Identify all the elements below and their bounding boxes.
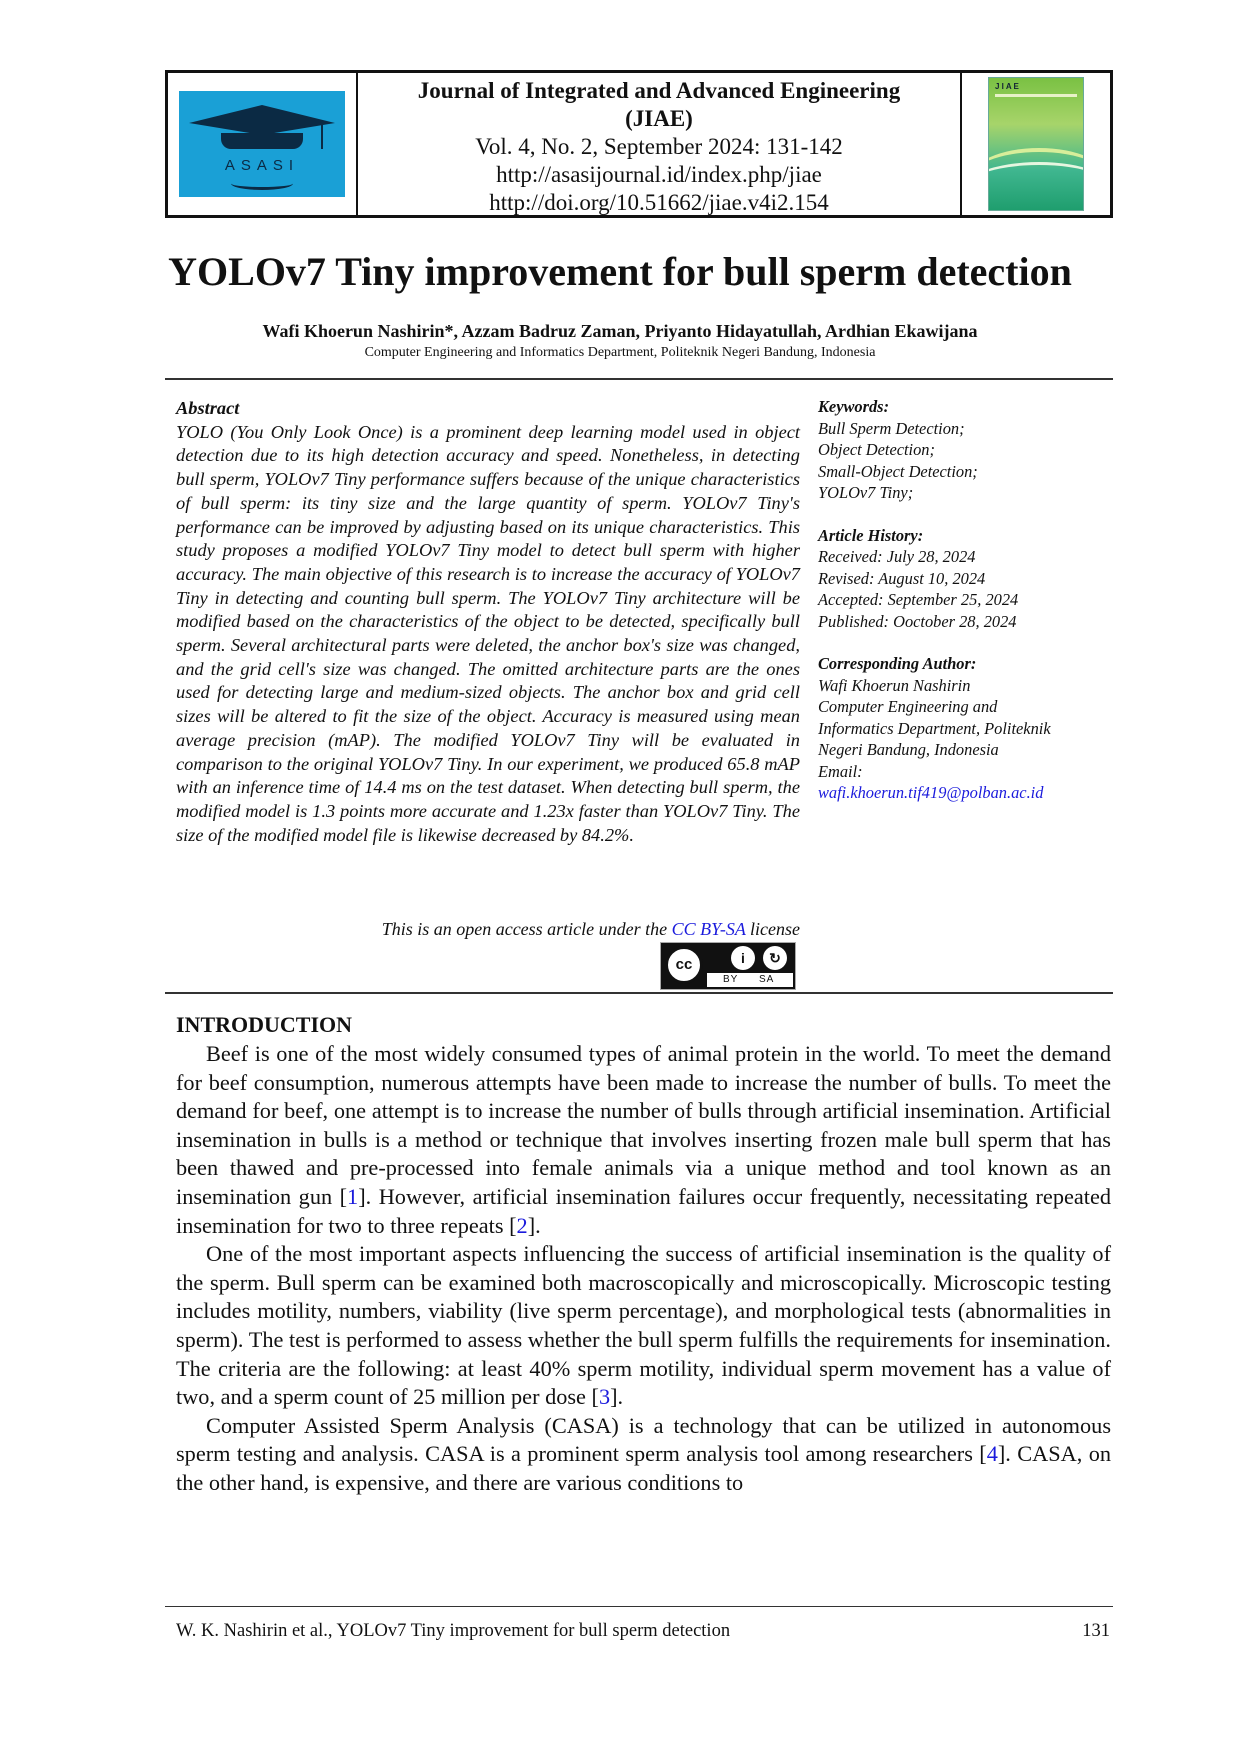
citation-link[interactable]: 4 <box>986 1441 998 1467</box>
corresponding-dept: Negeri Bandung, Indonesia <box>818 740 999 759</box>
corresponding-dept: Computer Engineering and <box>818 697 998 716</box>
paragraph: Beef is one of the most widely consumed … <box>176 1041 1111 1238</box>
keyword-item: Small-Object Detection; <box>818 461 978 481</box>
introduction-body: Beef is one of the most widely consumed … <box>176 1040 1111 1498</box>
history-revised: Revised: August 10, 2024 <box>818 568 986 588</box>
journal-info: Journal of Integrated and Advanced Engin… <box>358 73 962 215</box>
journal-cover-image: J I A E <box>988 77 1084 211</box>
keyword-item: Bull Sperm Detection; <box>818 418 965 438</box>
citation-link[interactable]: 1 <box>347 1183 359 1209</box>
keyword-item: YOLOv7 Tiny; <box>818 483 914 502</box>
logo-text: ASASI <box>224 157 300 174</box>
license-prefix: This is an open access article under the <box>381 919 668 939</box>
asasi-logo: ASASI <box>179 91 345 197</box>
keyword-item: Object Detection; <box>818 440 935 459</box>
badge-strip: BY SA <box>707 973 793 987</box>
license-suffix: license <box>750 919 800 939</box>
keywords-heading: Keywords: <box>818 397 890 416</box>
citation-link[interactable]: 2 <box>516 1212 528 1238</box>
share-alike-icon: ↻ <box>763 946 787 970</box>
abstract-section: Abstract YOLO (You Only Look Once) is a … <box>176 397 800 847</box>
abstract-heading: Abstract <box>176 398 240 418</box>
paper-title: YOLOv7 Tiny improvement for bull sperm d… <box>168 249 1072 294</box>
email-link[interactable]: wafi.khoerun.tif419@polban.ac.id <box>818 783 1044 802</box>
history-heading: Article History: <box>818 525 924 545</box>
email-label: Email: <box>818 761 863 781</box>
paragraph: Computer Assisted Sperm Analysis (CASA) … <box>176 1412 1111 1495</box>
article-info-column: Keywords: Bull Sperm Detection; Object D… <box>818 396 1118 804</box>
paragraph: One of the most important aspects influe… <box>176 1241 1111 1410</box>
publisher-logo-cell: ASASI <box>168 73 358 215</box>
citation-link[interactable]: 3 <box>598 1384 611 1410</box>
abstract-text: YOLO (You Only Look Once) is a prominent… <box>176 421 800 845</box>
journal-header: ASASI Journal of Integrated and Advanced… <box>165 70 1113 218</box>
journal-name: Journal of Integrated and Advanced Engin… <box>417 78 901 103</box>
history-received: Received: July 28, 2024 <box>818 547 976 566</box>
abstract-divider <box>165 992 1113 994</box>
corresponding-heading: Corresponding Author: <box>818 654 977 673</box>
author-list: Wafi Khoerun Nashirin*, Azzam Badruz Zam… <box>262 321 978 341</box>
journal-cover-cell: J I A E <box>962 73 1110 215</box>
license-link[interactable]: CC BY-SA <box>671 919 746 939</box>
cover-title: J I A E <box>995 82 1019 91</box>
history-published: Published: Ooctober 28, 2024 <box>818 611 1017 631</box>
journal-doi[interactable]: http://doi.org/10.51662/jiae.v4i2.154 <box>489 190 829 215</box>
journal-volume: Vol. 4, No. 2, September 2024: 131-142 <box>475 134 843 159</box>
corresponding-name: Wafi Khoerun Nashirin <box>818 675 971 695</box>
cc-by-sa-badge[interactable]: cc i ↻ BY SA <box>660 942 796 990</box>
badge-by: BY <box>723 974 739 985</box>
journal-abbr: (JIAE) <box>625 106 693 131</box>
license-statement: This is an open access article under the… <box>176 918 800 940</box>
affiliation: Computer Engineering and Informatics Dep… <box>364 345 876 360</box>
history-accepted: Accepted: September 25, 2024 <box>818 590 1019 609</box>
journal-url[interactable]: http://asasijournal.id/index.php/jiae <box>496 162 822 187</box>
running-footer: W. K. Nashirin et al., YOLOv7 Tiny impro… <box>176 1621 731 1641</box>
top-divider <box>165 378 1113 380</box>
badge-sa: SA <box>759 974 775 985</box>
corresponding-dept: Informatics Department, Politeknik <box>818 718 1051 738</box>
footer-divider <box>165 1606 1113 1607</box>
introduction-heading: INTRODUCTION <box>176 1012 353 1037</box>
attribution-icon: i <box>731 946 755 970</box>
cc-icon: cc <box>665 946 703 984</box>
page-number: 131 <box>1082 1621 1110 1641</box>
